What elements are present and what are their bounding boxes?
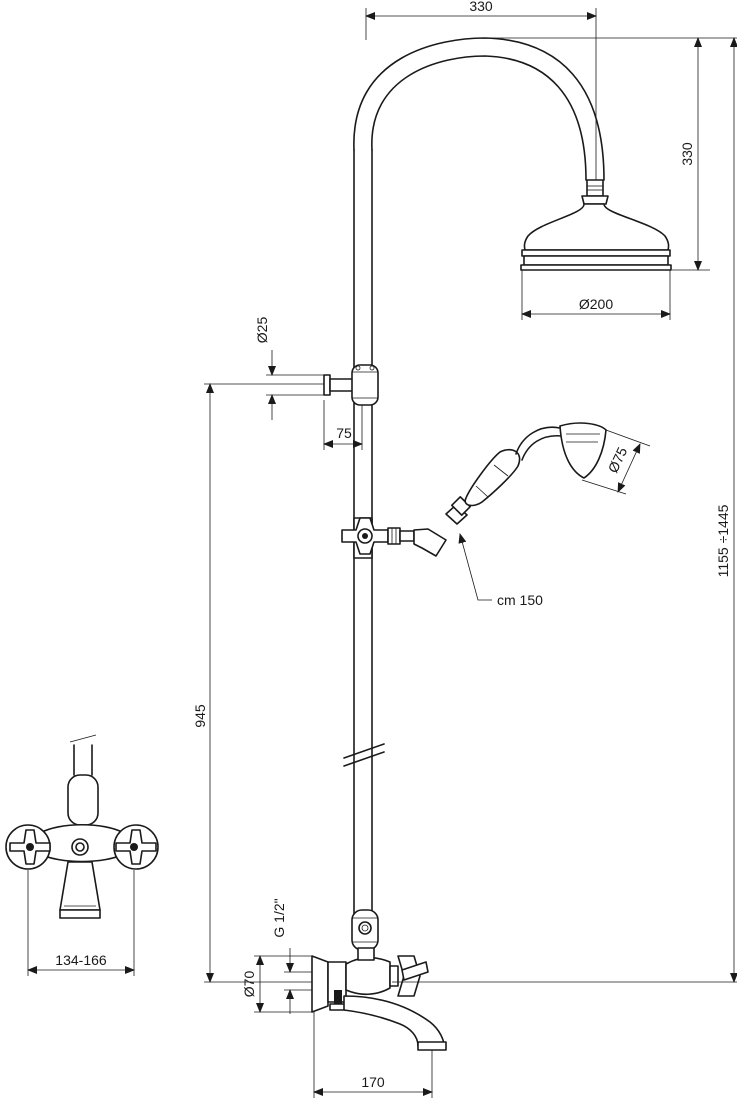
bath-mixer [311,947,447,1054]
center-distance-label: 134-166 [55,952,107,968]
dimension-lines [27,8,737,1098]
arm-drop-label: 330 [679,142,695,166]
lower-connector [351,909,379,951]
hose-length-label: cm 150 [497,592,543,608]
wall-distance-label: 75 [336,425,352,441]
thread-label: G 1/2" [271,898,287,937]
total-height-label: 1155 ÷1445 [715,504,731,577]
arm-width-label: 330 [469,0,493,14]
shower-head [520,203,672,271]
flange-diameter-label: Ø70 [241,971,257,998]
spout-length-label: 170 [361,1074,385,1090]
hand-shower [445,422,607,525]
wall-bracket-top [323,364,379,406]
head-diameter-label: Ø200 [579,296,613,312]
hand-diameter-label: Ø75 [605,444,631,475]
support-height-label: 945 [192,704,208,728]
dimension-labels: 330 330 Ø200 Ø75 cm 150 1155 ÷1445 945 Ø… [55,0,731,1090]
wall-pipe-diameter-label: Ø25 [254,317,270,344]
slide-holder [341,517,447,559]
side-view-mixer [5,734,159,919]
